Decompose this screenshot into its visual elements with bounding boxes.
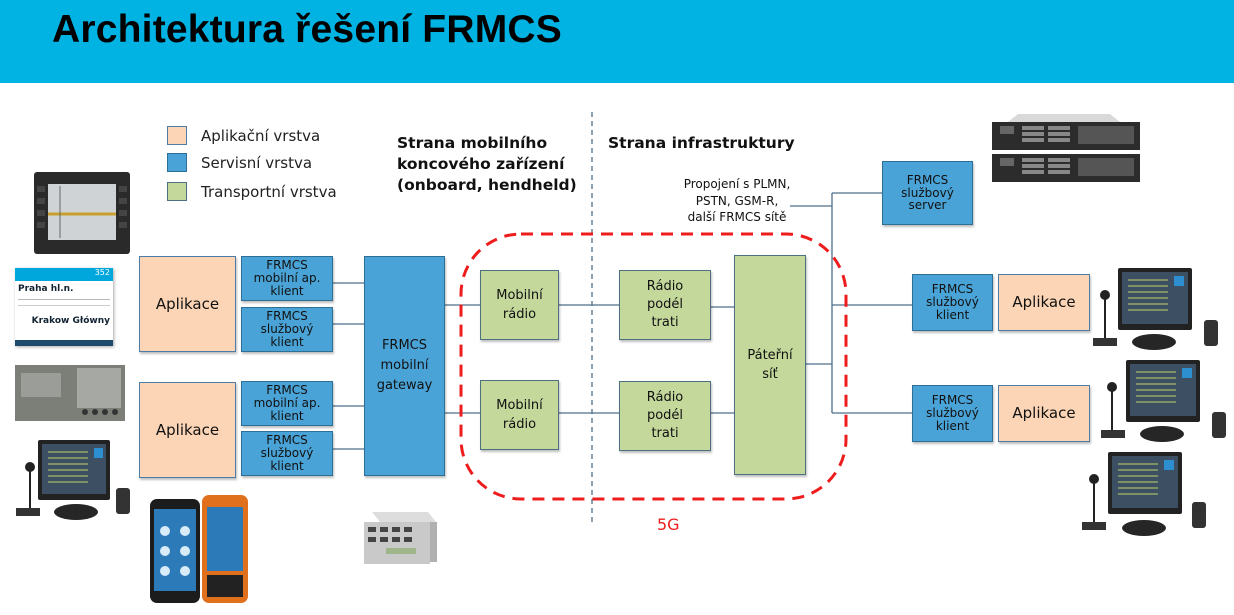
note-line: další FRMCS sítě — [687, 210, 787, 225]
box-line: podél — [646, 296, 684, 312]
box-line: podél — [646, 407, 684, 423]
application-box[interactable]: Aplikace — [139, 256, 236, 352]
trackside-radio-box[interactable]: Rádio podél trati — [619, 270, 711, 340]
application-box[interactable]: Aplikace — [998, 385, 1090, 442]
box-line: FRMCS — [906, 172, 949, 187]
infrastructure-side-label: Strana infrastruktury — [608, 134, 795, 152]
interconnect-note: Propojení s PLMN, PSTN, GSM-R, další FRM… — [672, 176, 802, 226]
box-label: Aplikace — [1012, 404, 1076, 423]
5g-zone-outline — [459, 232, 848, 501]
box-line: Rádio — [646, 278, 684, 294]
legend-swatch — [167, 182, 187, 201]
legend-service-layer: Servisní vrstva — [167, 153, 312, 172]
legend-swatch — [167, 126, 187, 145]
5g-zone-label: 5G — [657, 515, 680, 534]
box-label: Aplikace — [155, 294, 220, 313]
box-line: trati — [651, 426, 679, 442]
application-box[interactable]: Aplikace — [998, 274, 1090, 331]
box-line: Mobilní — [496, 397, 543, 413]
box-label: Aplikace — [1012, 293, 1076, 312]
title-banner: Architektura řešení FRMCS — [0, 0, 1234, 83]
application-box[interactable]: Aplikace — [139, 382, 236, 478]
display-station: Praha hl.n. — [18, 284, 74, 294]
display-destination: Krakow Główny — [31, 316, 110, 326]
box-line: síť — [762, 367, 778, 382]
box-line: mobilní ap. — [253, 271, 321, 286]
box-line: klient — [270, 458, 304, 473]
box-line: FRMCS — [931, 393, 974, 408]
box-line: FRMCS — [931, 282, 974, 297]
dispatcher-console-icon — [1093, 268, 1218, 350]
box-line: FRMCS — [266, 309, 308, 324]
legend-application-layer: Aplikační vrstva — [167, 126, 320, 145]
legend-label: Aplikační vrstva — [201, 126, 321, 145]
box-line: službový — [260, 322, 314, 337]
legend-label: Servisní vrstva — [201, 153, 313, 172]
legend-label: Transportní vrstva — [201, 182, 337, 201]
rack-servers-icon — [992, 114, 1140, 182]
box-line: mobilní — [380, 357, 429, 373]
onboard-terminal-icon — [34, 172, 130, 254]
box-line: klient — [935, 307, 970, 322]
box-line: trati — [651, 315, 679, 331]
box-line: klient — [270, 283, 304, 298]
page-title: Architektura řešení FRMCS — [52, 8, 562, 51]
box-line: rádio — [502, 417, 537, 432]
box-line: službový — [260, 446, 314, 461]
control-unit-icon — [15, 365, 125, 421]
box-line: klient — [270, 408, 304, 423]
backbone-network-box[interactable]: Páteřní síť — [734, 255, 806, 475]
mobile-side-label: Strana mobilního koncového zařízení (onb… — [397, 133, 577, 196]
box-line: Rádio — [646, 389, 684, 405]
box-line: rádio — [502, 307, 537, 322]
box-line: mobilní ap. — [253, 396, 321, 411]
frmcs-mobile-gateway-box[interactable]: FRMCS mobilní gateway — [364, 256, 445, 476]
box-line: server — [908, 198, 947, 213]
box-line: klient — [270, 334, 304, 349]
note-line: Propojení s PLMN, — [683, 177, 791, 191]
mobile-side-line: koncového zařízení — [397, 154, 565, 173]
mobile-side-line: Strana mobilního — [397, 134, 548, 152]
legend-transport-layer: Transportní vrstva — [167, 182, 337, 201]
legend-swatch — [167, 153, 187, 172]
box-line: FRMCS — [266, 383, 308, 398]
passenger-info-display-icon: 352 Praha hl.n. Krakow Główny — [15, 268, 113, 346]
dispatcher-console-icon — [1082, 452, 1206, 536]
box-label: Aplikace — [155, 420, 220, 439]
note-line: PSTN, GSM-R, — [695, 193, 779, 208]
box-line: klient — [935, 418, 970, 433]
dispatcher-console-icon — [1101, 360, 1226, 442]
box-line: Mobilní — [496, 287, 543, 303]
box-line: službový — [926, 295, 979, 310]
box-line: FRMCS — [266, 433, 308, 448]
mobile-radio-box[interactable]: Mobilní rádio — [480, 380, 559, 450]
handheld-phones-icon — [150, 495, 248, 603]
display-train-number: 352 — [15, 268, 113, 281]
box-line: gateway — [376, 378, 433, 394]
dispatcher-console-icon — [16, 440, 130, 520]
box-line: službový — [926, 406, 979, 421]
box-line: Páteřní — [747, 347, 793, 363]
trackside-radio-box[interactable]: Rádio podél trati — [619, 381, 711, 451]
mobile-side-line: (onboard, hendheld) — [397, 175, 577, 194]
gateway-hardware-icon — [364, 512, 437, 564]
box-line: službový — [901, 185, 954, 200]
box-line: FRMCS — [381, 337, 428, 353]
box-line: FRMCS — [266, 258, 308, 273]
mobile-radio-box[interactable]: Mobilní rádio — [480, 270, 559, 340]
